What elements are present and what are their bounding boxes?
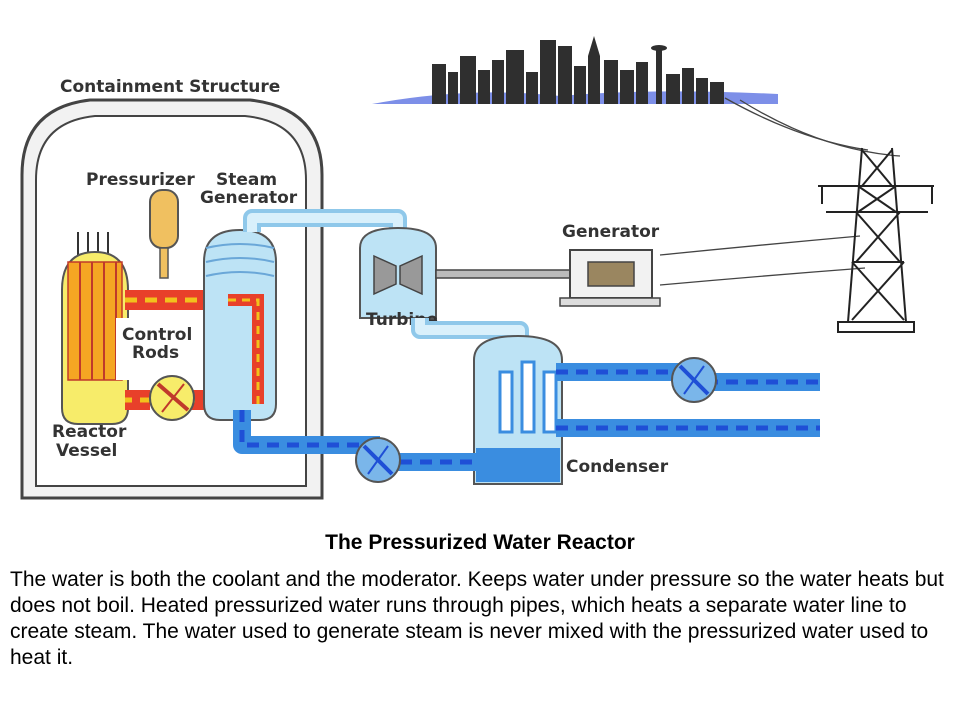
generator: [559, 249, 661, 307]
primary-pump: [149, 375, 195, 421]
city-skyline: [372, 36, 778, 104]
power-lines: [659, 97, 901, 286]
reactor-vessel-label-2: Vessel: [56, 441, 117, 461]
reactor-vessel-label-1: Reactor: [52, 422, 127, 442]
steam-generator-label-1: Steam: [216, 170, 277, 190]
pwr-diagram: Containment Structure: [20, 36, 934, 500]
caption-title: The Pressurized Water Reactor: [325, 531, 635, 554]
pressurizer-label: Pressurizer: [86, 170, 195, 190]
condenser: [473, 334, 563, 485]
steam-generator-label-2: Generator: [200, 188, 298, 208]
pressurizer: [149, 189, 179, 279]
steam-generator: [203, 228, 277, 421]
condenser-label: Condenser: [566, 457, 669, 477]
steam-line: [243, 209, 407, 232]
control-rods-label-bg: [116, 318, 188, 380]
control-rods-label-1: Control: [122, 325, 192, 345]
control-rods-label-2: Rods: [132, 343, 179, 363]
caption-body: The water is both the coolant and the mo…: [10, 568, 944, 669]
cooling-water-loop: [556, 363, 820, 437]
transmission-tower: [818, 147, 934, 333]
generator-label: Generator: [562, 222, 660, 242]
feedwater-pump: [355, 437, 401, 483]
turbine: [359, 226, 587, 319]
cooling-pump: [671, 357, 717, 403]
containment-label: Containment Structure: [60, 77, 280, 97]
